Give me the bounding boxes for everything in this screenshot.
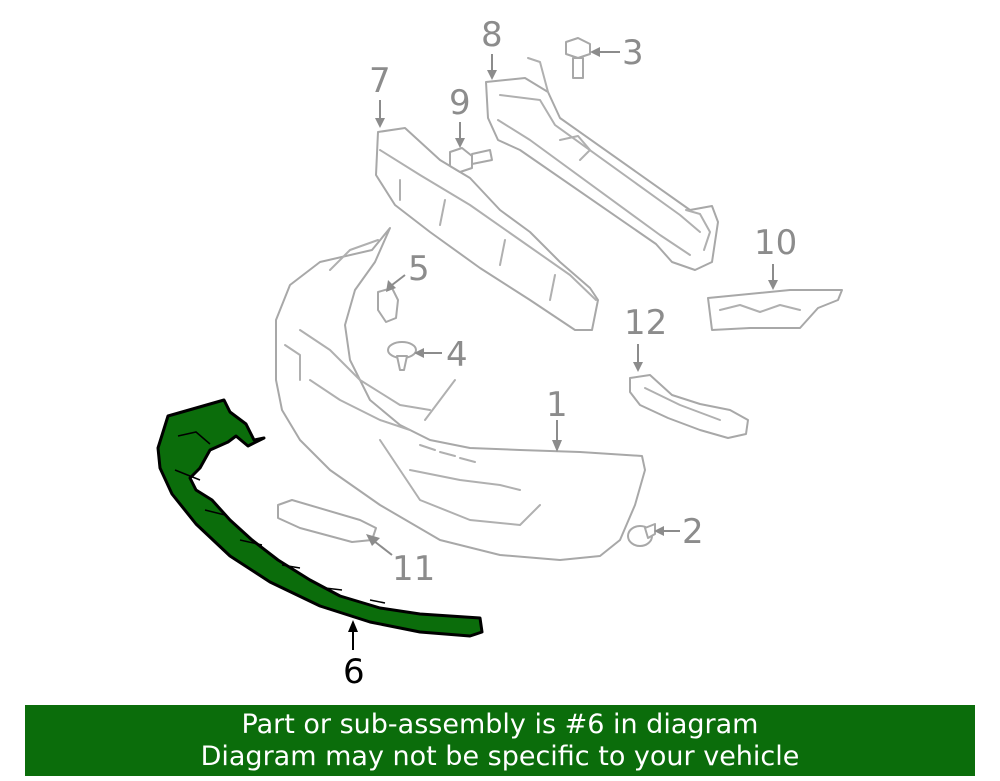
part-3-bolt — [565, 37, 591, 79]
part-5-clip — [377, 287, 399, 323]
part-11-cover — [277, 499, 377, 543]
callout-12: 12 — [624, 303, 667, 372]
callout-2: 2 — [654, 512, 704, 552]
callout-4-label: 4 — [446, 335, 468, 375]
callout-11: 11 — [366, 534, 435, 589]
part-4-push-pin — [387, 341, 417, 371]
info-banner: Part or sub-assembly is #6 in diagram Di… — [25, 705, 975, 776]
callout-8-label: 8 — [481, 15, 503, 55]
callout-1: 1 — [546, 385, 568, 452]
part-10-bracket — [707, 289, 843, 331]
callout-4: 4 — [414, 335, 468, 375]
callout-5: 5 — [386, 249, 430, 292]
callout-11-label: 11 — [392, 549, 435, 589]
callout-6: 6 — [343, 620, 365, 692]
callout-9-label: 9 — [449, 83, 471, 123]
callout-7: 7 — [369, 61, 391, 128]
callout-1-label: 1 — [546, 385, 568, 425]
part-1-bumper-cover — [275, 227, 646, 561]
callout-3: 3 — [590, 33, 644, 73]
callout-6-label: 6 — [343, 652, 365, 692]
banner-line-2: Diagram may not be specific to your vehi… — [200, 741, 800, 772]
part-9-bolt — [449, 147, 493, 173]
callout-5-label: 5 — [408, 249, 430, 289]
part-2-push-pin — [627, 523, 656, 547]
part-12-bracket — [629, 374, 749, 439]
part-6-lower-spoiler — [156, 398, 484, 638]
part-8-reinforcement-bar — [485, 57, 719, 271]
part-7-energy-absorber — [375, 127, 599, 331]
callout-7-label: 7 — [369, 61, 391, 101]
callout-10-label: 10 — [754, 223, 797, 263]
callout-3-label: 3 — [622, 33, 644, 73]
callout-12-label: 12 — [624, 303, 667, 343]
callout-8: 8 — [481, 15, 503, 80]
banner-line-1: Part or sub-assembly is #6 in diagram — [241, 709, 759, 740]
callout-9: 9 — [449, 83, 471, 148]
highlighted-part-6 — [156, 398, 484, 638]
callout-2-label: 2 — [682, 512, 704, 552]
callout-10: 10 — [754, 223, 797, 290]
parts-diagram: 1 2 3 4 5 6 7 8 9 10 — [156, 15, 843, 692]
